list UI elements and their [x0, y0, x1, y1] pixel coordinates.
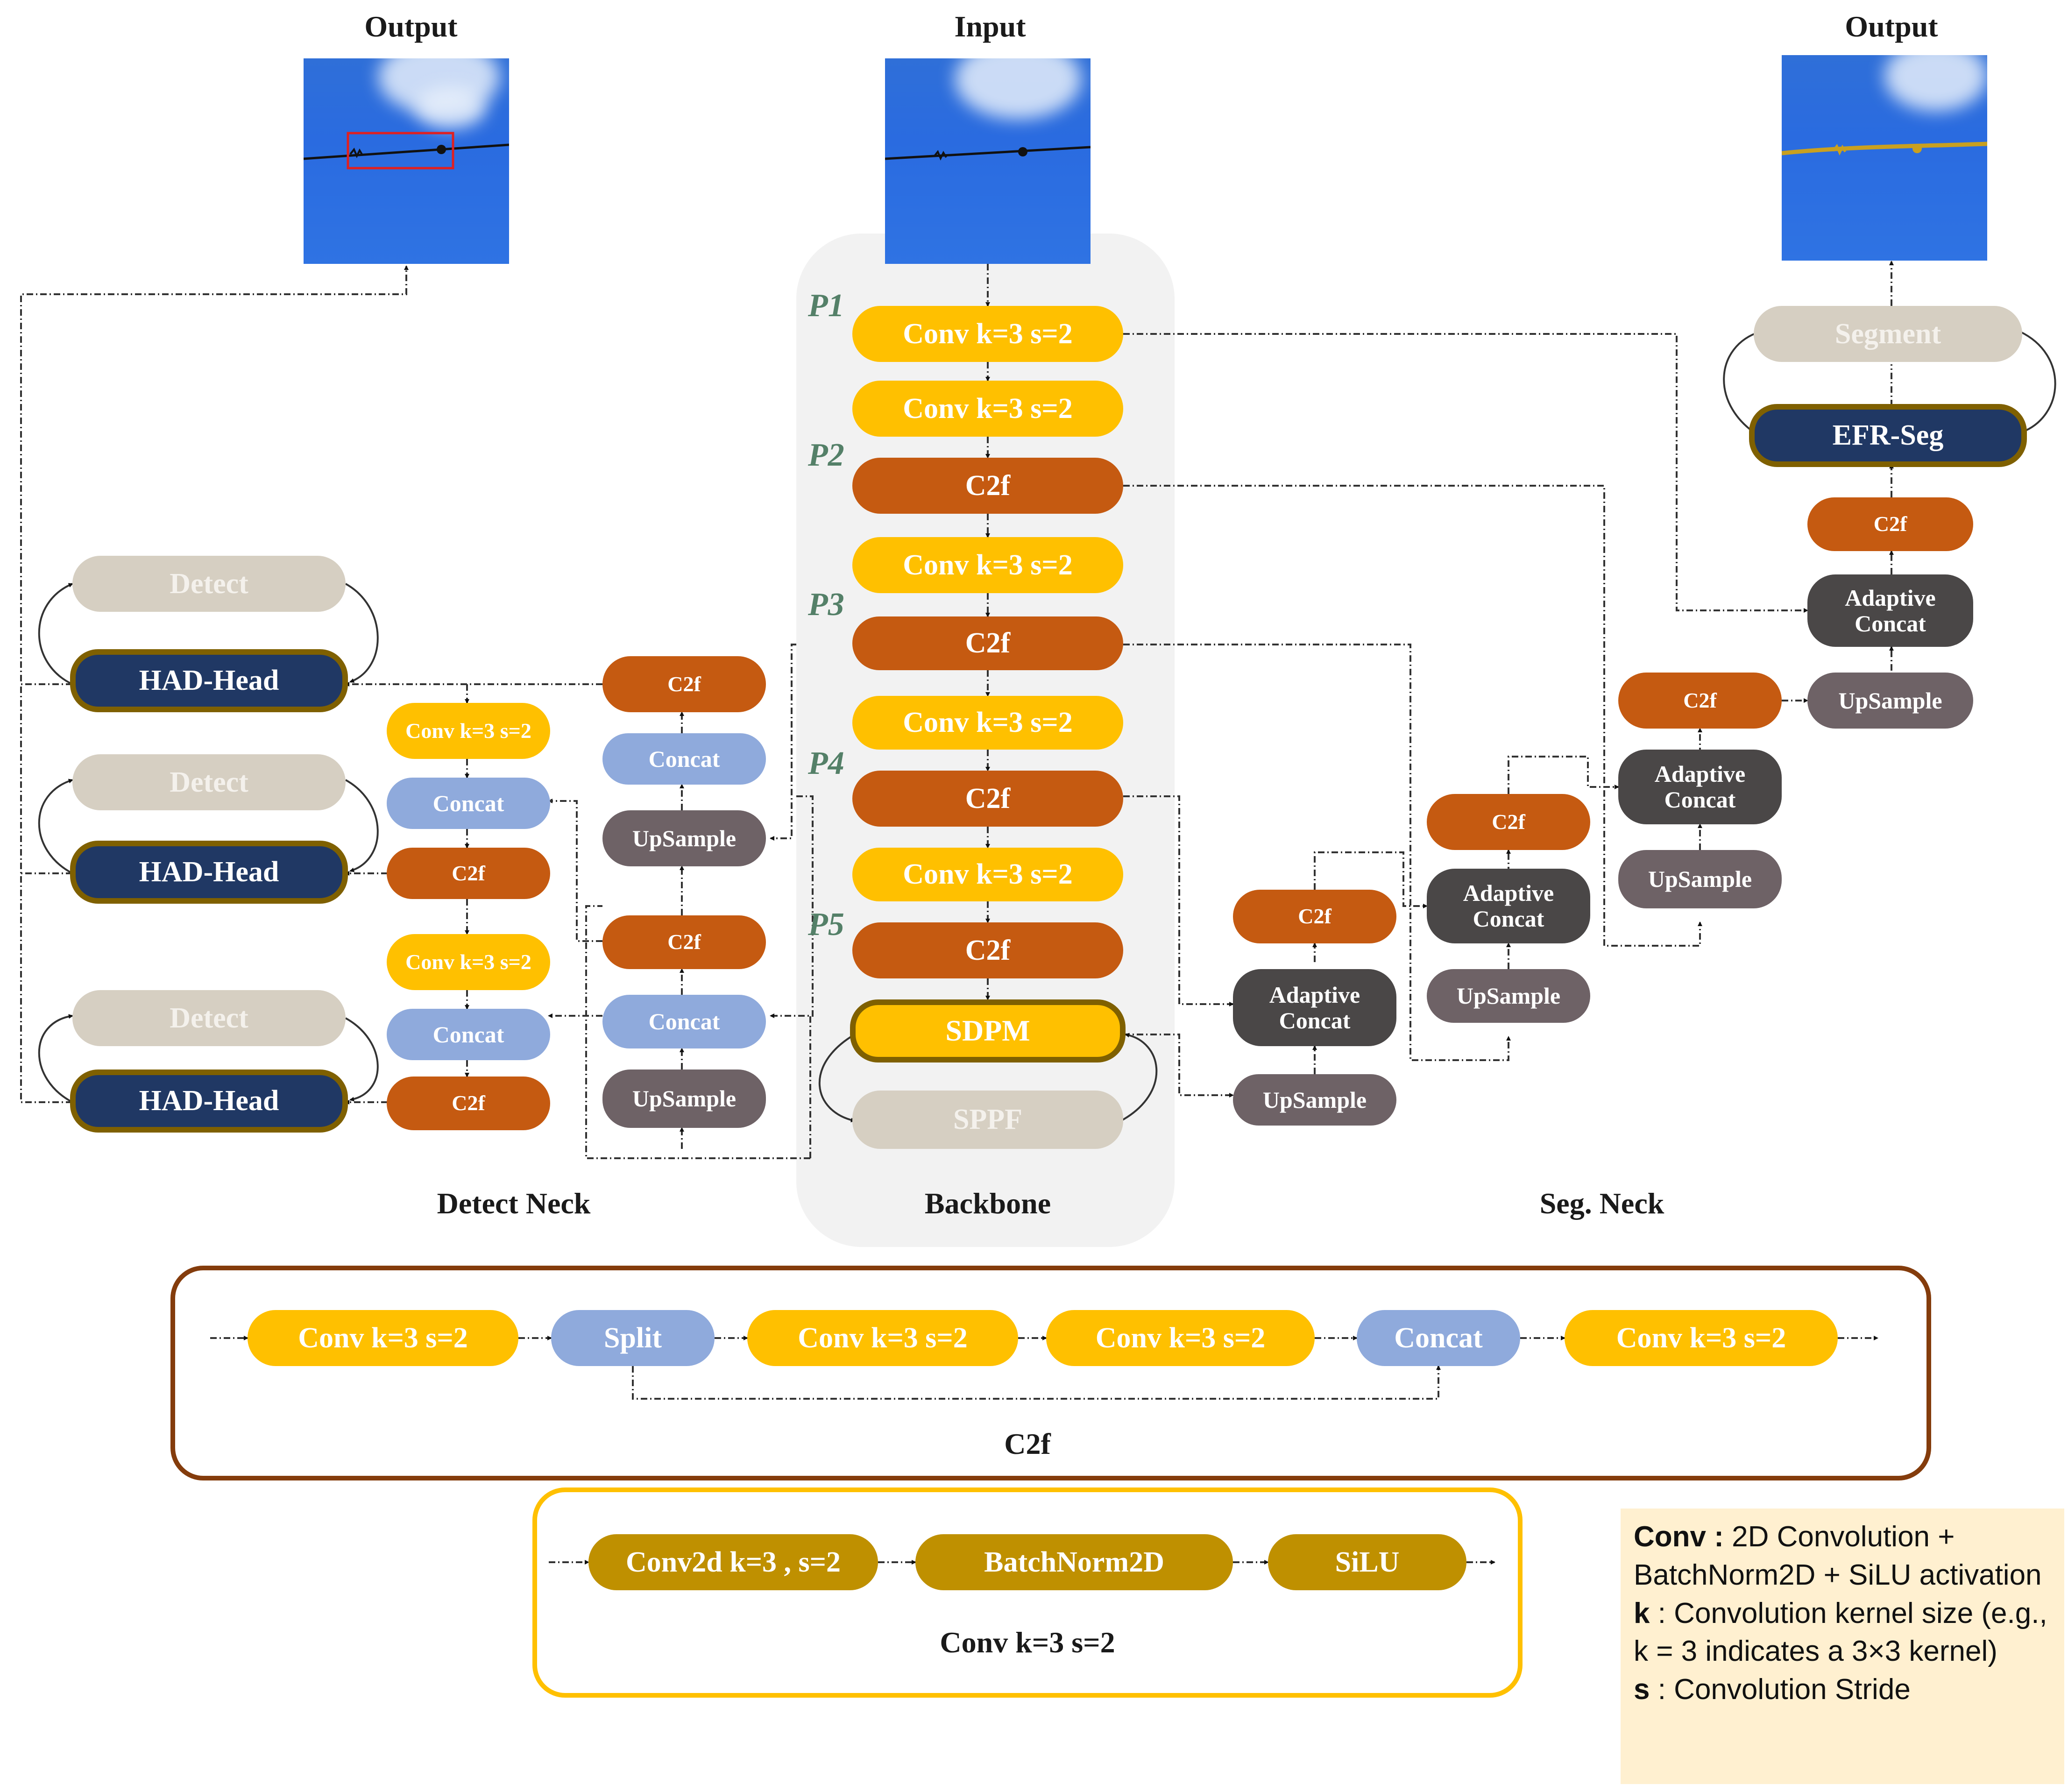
had-head-2: HAD-Head — [70, 841, 348, 904]
backbone-conv-4: Conv k=3 s=2 — [852, 696, 1123, 750]
c2f-detail-frame — [170, 1266, 1931, 1480]
conv-detail-batchnorm: BatchNorm2D — [915, 1534, 1233, 1590]
backbone-conv-5: Conv k=3 s=2 — [852, 848, 1123, 901]
detect-neck-concat-mid: Concat — [602, 995, 766, 1048]
backbone-conv-1: Conv k=3 s=2 — [852, 306, 1123, 362]
c2f-detail-conv-2: Conv k=3 s=2 — [747, 1310, 1018, 1366]
legend-box: Conv : 2D Convolution + BatchNorm2D + Si… — [1621, 1509, 2064, 1784]
p4-label: P4 — [808, 745, 844, 781]
segment-block: Segment — [1754, 306, 2022, 362]
backbone-c2f-1: C2f — [852, 458, 1123, 514]
backbone-c2f-3: C2f — [852, 771, 1123, 827]
detect-block-1: Detect — [72, 556, 346, 612]
detect-block-3: Detect — [72, 990, 346, 1046]
detect-neck-c2f-a: C2f — [387, 848, 550, 899]
backbone-conv-3: Conv k=3 s=2 — [852, 537, 1123, 593]
detect-neck-c2f-top: C2f — [602, 656, 766, 712]
conv-detail-conv2d: Conv2d k=3 , s=2 — [588, 1534, 878, 1590]
detect-neck-concat-top: Concat — [602, 733, 766, 785]
conv-detail-silu: SiLU — [1268, 1534, 1466, 1590]
output-left-image — [304, 58, 509, 264]
legend-k-text: : Convolution kernel size (e.g., k = 3 i… — [1634, 1597, 2047, 1668]
detect-neck-concat-b: Concat — [387, 1009, 550, 1060]
legend-conv-key: Conv : — [1634, 1521, 1724, 1553]
legend-k-key: k — [1634, 1597, 1650, 1629]
detect-neck-c2f-mid: C2f — [602, 915, 766, 969]
input-title: Input — [954, 10, 1026, 43]
seg-neck-adaptive-concat-2: Adaptive Concat — [1427, 869, 1590, 943]
efr-seg: EFR-Seg — [1749, 404, 2027, 467]
output-left-title: Output — [364, 10, 458, 43]
detect-neck-upsample-mid: UpSample — [602, 1070, 766, 1128]
had-head-3: HAD-Head — [70, 1070, 348, 1133]
c2f-detail-title: C2f — [1004, 1427, 1051, 1460]
detect-neck-conv-b: Conv k=3 s=2 — [387, 934, 550, 990]
backbone-sppf: SPPF — [852, 1091, 1123, 1149]
backbone-sdpm: SDPM — [850, 999, 1126, 1062]
backbone-c2f-4: C2f — [852, 922, 1123, 978]
p5-label: P5 — [808, 907, 844, 942]
seg-neck-adaptive-concat-3: Adaptive Concat — [1618, 750, 1782, 824]
legend-s-text: : Convolution Stride — [1657, 1673, 1911, 1706]
backbone-caption: Backbone — [924, 1187, 1051, 1220]
c2f-detail-split: Split — [551, 1310, 715, 1366]
c2f-detail-conv-4: Conv k=3 s=2 — [1565, 1310, 1838, 1366]
seg-neck-c2f-3: C2f — [1618, 673, 1782, 729]
output-right-title: Output — [1845, 10, 1938, 43]
p3-label: P3 — [808, 587, 844, 623]
seg-neck-upsample-1: UpSample — [1233, 1074, 1396, 1126]
c2f-detail-conv-1: Conv k=3 s=2 — [248, 1310, 518, 1366]
had-head-1: HAD-Head — [70, 649, 348, 712]
legend-s-key: s — [1634, 1673, 1650, 1706]
detect-neck-concat-a: Concat — [387, 778, 550, 829]
detect-neck-conv-a: Conv k=3 s=2 — [387, 703, 550, 759]
seg-neck-adaptive-concat-4: Adaptive Concat — [1807, 574, 1973, 647]
conv-detail-title: Conv k=3 s=2 — [940, 1626, 1115, 1659]
seg-neck-c2f-1: C2f — [1233, 890, 1396, 943]
c2f-detail-conv-3: Conv k=3 s=2 — [1046, 1310, 1315, 1366]
p2-label: P2 — [808, 437, 844, 473]
detect-block-2: Detect — [72, 754, 346, 810]
input-image — [885, 58, 1091, 264]
conv-detail-frame — [532, 1487, 1523, 1698]
p1-label: P1 — [808, 288, 844, 324]
detect-neck-caption: Detect Neck — [437, 1187, 591, 1220]
backbone-conv-2: Conv k=3 s=2 — [852, 381, 1123, 437]
output-right-image — [1782, 55, 1987, 261]
seg-neck-upsample-2: UpSample — [1427, 969, 1590, 1023]
seg-neck-caption: Seg. Neck — [1539, 1187, 1664, 1220]
seg-neck-upsample-3: UpSample — [1618, 850, 1782, 908]
legend-conv-text: 2D Convolution + BatchNorm2D + SiLU acti… — [1634, 1521, 2042, 1591]
c2f-detail-concat: Concat — [1357, 1310, 1520, 1366]
seg-neck-adaptive-concat-1: Adaptive Concat — [1233, 969, 1396, 1046]
seg-neck-c2f-4: C2f — [1807, 497, 1973, 551]
detect-neck-upsample-top: UpSample — [602, 810, 766, 866]
detect-neck-c2f-b: C2f — [387, 1077, 550, 1130]
seg-neck-c2f-2: C2f — [1427, 794, 1590, 850]
seg-neck-upsample-4: UpSample — [1807, 673, 1973, 729]
backbone-c2f-2: C2f — [852, 616, 1123, 670]
